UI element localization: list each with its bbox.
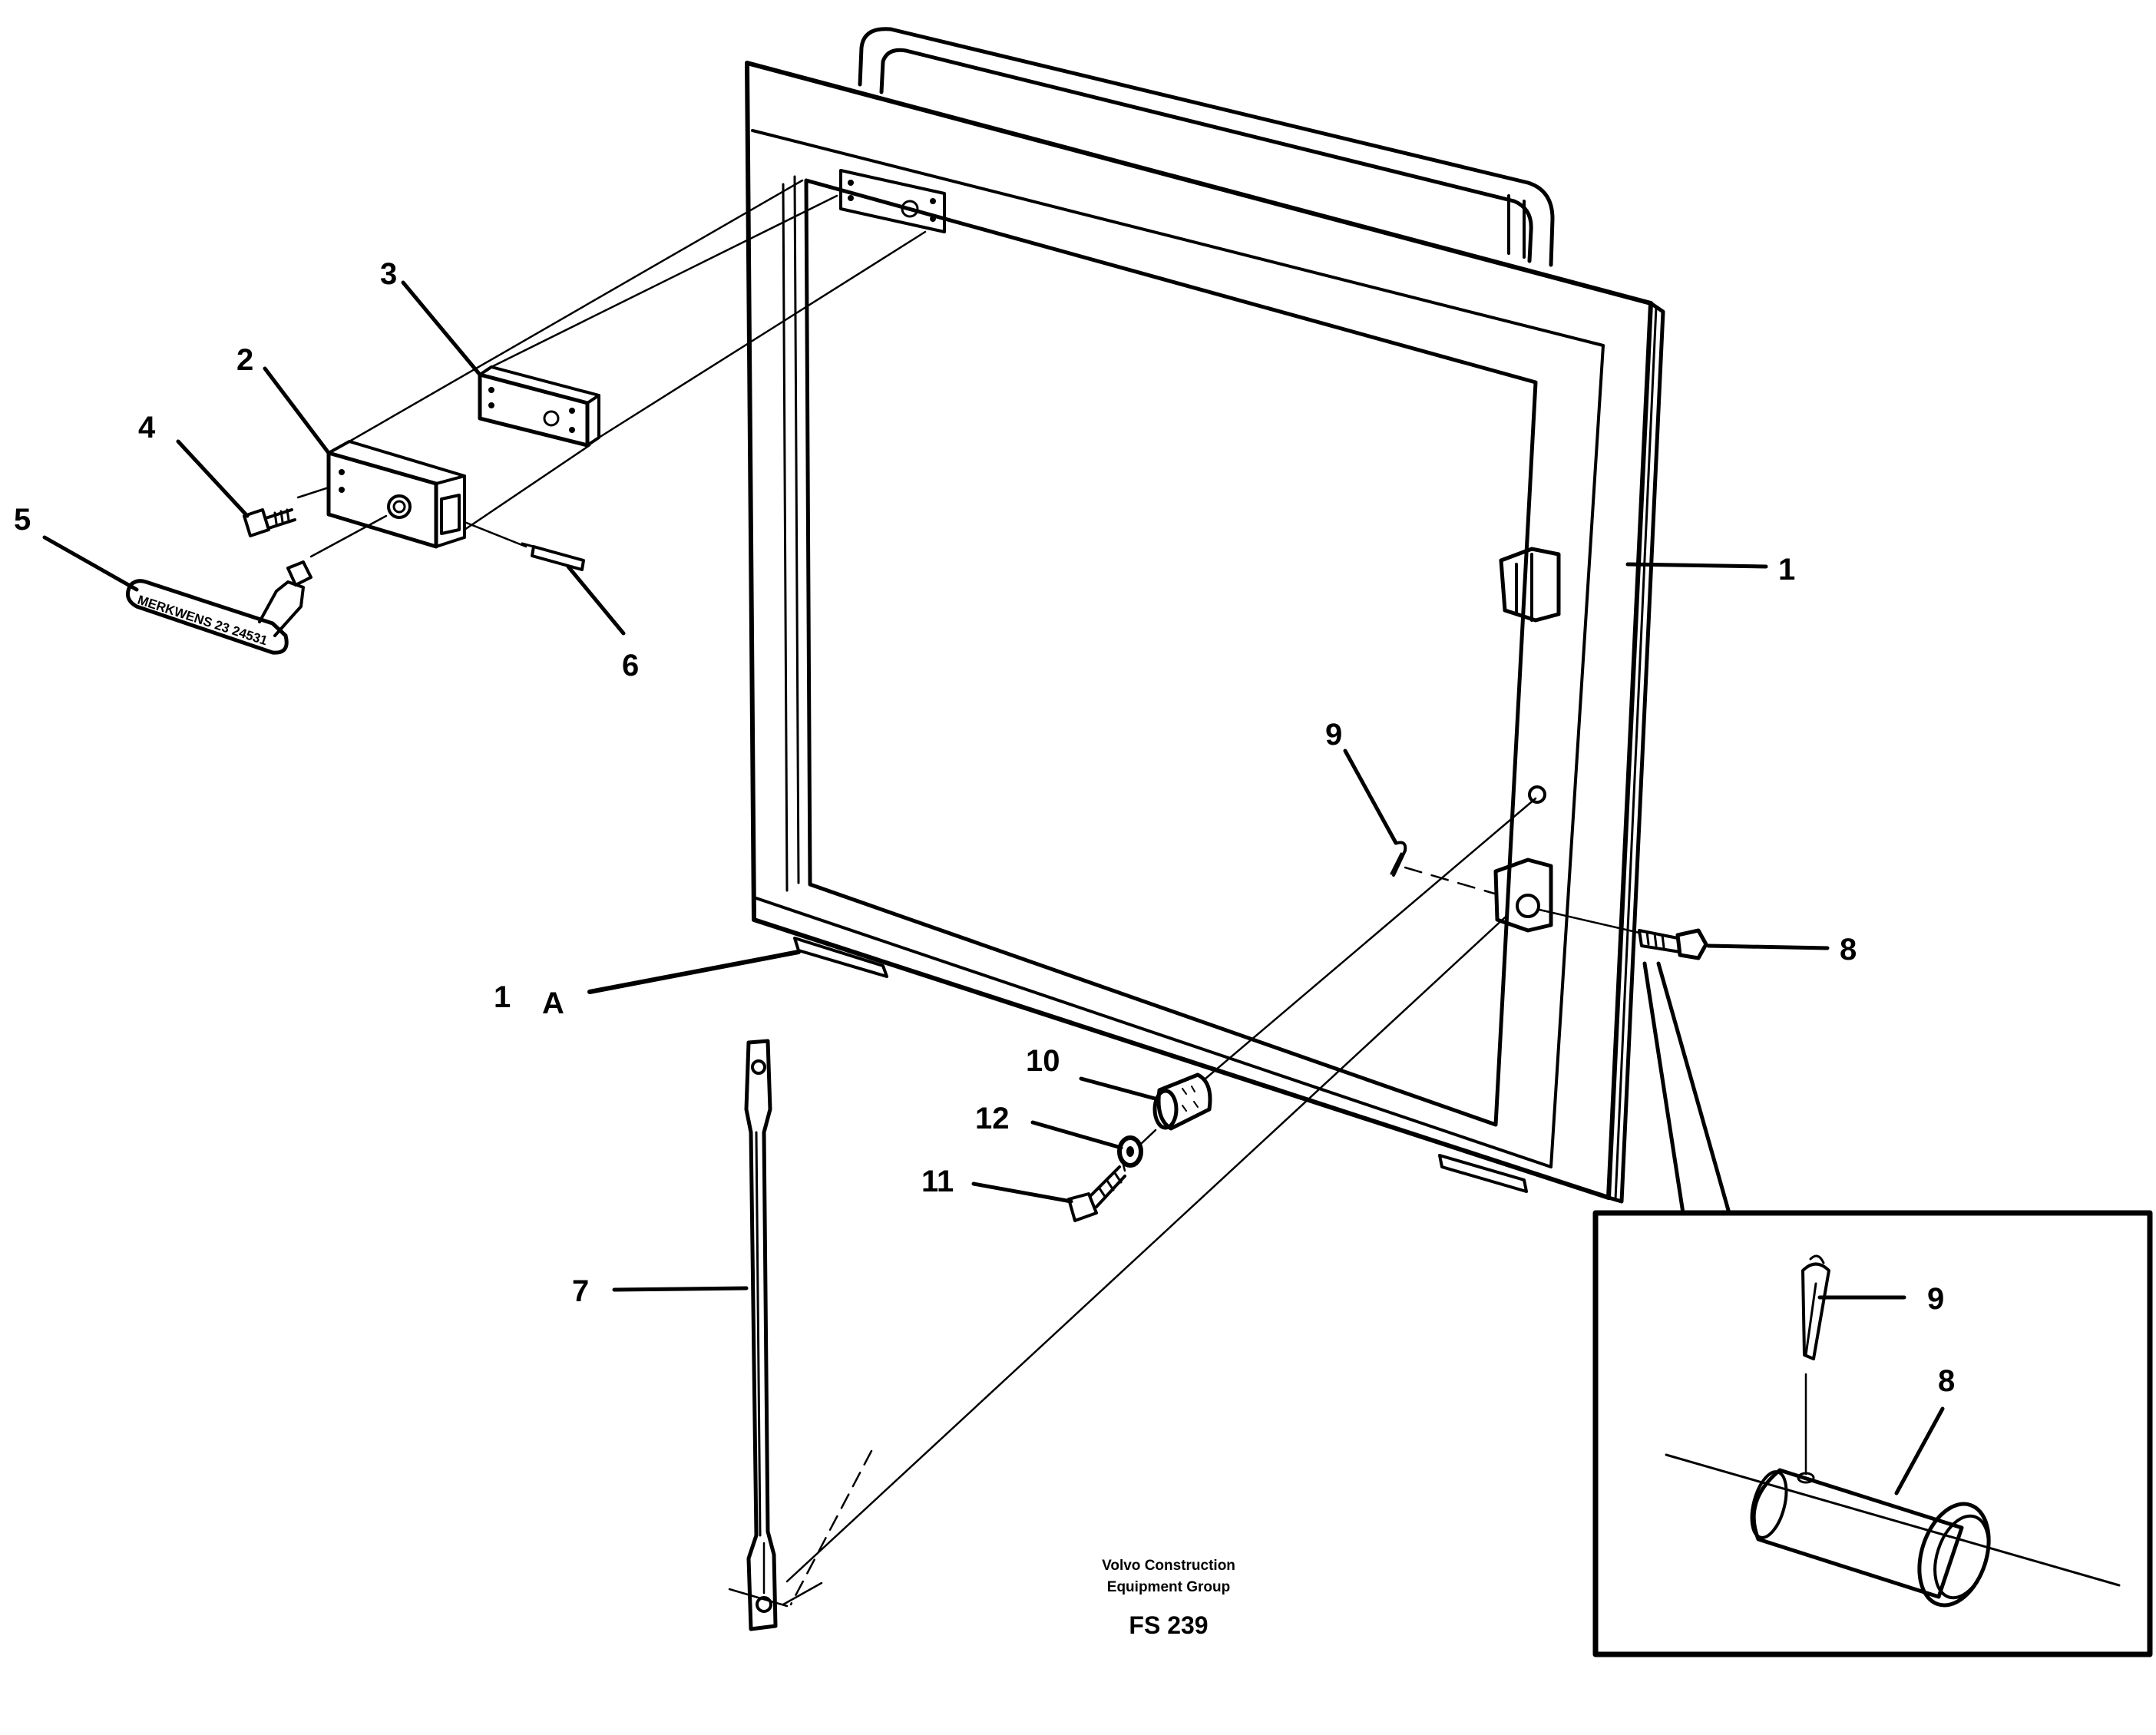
window-frame [745,27,1665,1204]
stay-arm-part [744,1039,778,1631]
label-detail-8: 8 [1938,1364,1955,1398]
footer-company-line1: Volvo Construction [1102,1558,1235,1574]
screw-4-part [243,508,296,537]
label-12: 12 [975,1102,1010,1135]
label-1: 1 [1778,553,1795,587]
label-detail-9: 9 [1927,1282,1944,1316]
footer-company-line2: Equipment Group [1107,1579,1230,1595]
bracket-part [326,440,466,549]
pin-6-part [521,542,585,571]
label-10: 10 [1026,1044,1060,1078]
callout-labels: 1 1 A 2 3 4 5 6 7 8 9 10 12 11 9 8 [14,257,1955,1398]
label-1a-number: 1 [494,980,511,1014]
label-5: 5 [14,503,31,537]
handle-knob-part: MERKWENS 23 24531 [125,560,312,655]
washer-part [1117,1129,1157,1168]
pin-8-part [1638,928,1708,960]
label-11: 11 [921,1165,954,1198]
plate-part [478,365,600,448]
label-8: 8 [1840,933,1857,967]
detail-inset [1592,961,2153,1657]
split-pin-9-part [1390,841,1407,877]
screw-11-part [1067,1154,1126,1222]
footer-figure-code: FS 239 [1129,1611,1208,1639]
assembly-lines [296,179,1641,1608]
label-7: 7 [572,1274,589,1308]
label-2: 2 [236,343,253,377]
label-9: 9 [1325,718,1342,752]
label-4: 4 [138,411,156,444]
label-1a-letter: A [542,986,564,1020]
footer: Volvo Construction Equipment Group FS 23… [1102,1558,1235,1639]
callout-leaders [42,280,1945,1495]
label-3: 3 [380,257,397,291]
label-6: 6 [622,649,639,682]
bushing-part [1152,1072,1212,1131]
